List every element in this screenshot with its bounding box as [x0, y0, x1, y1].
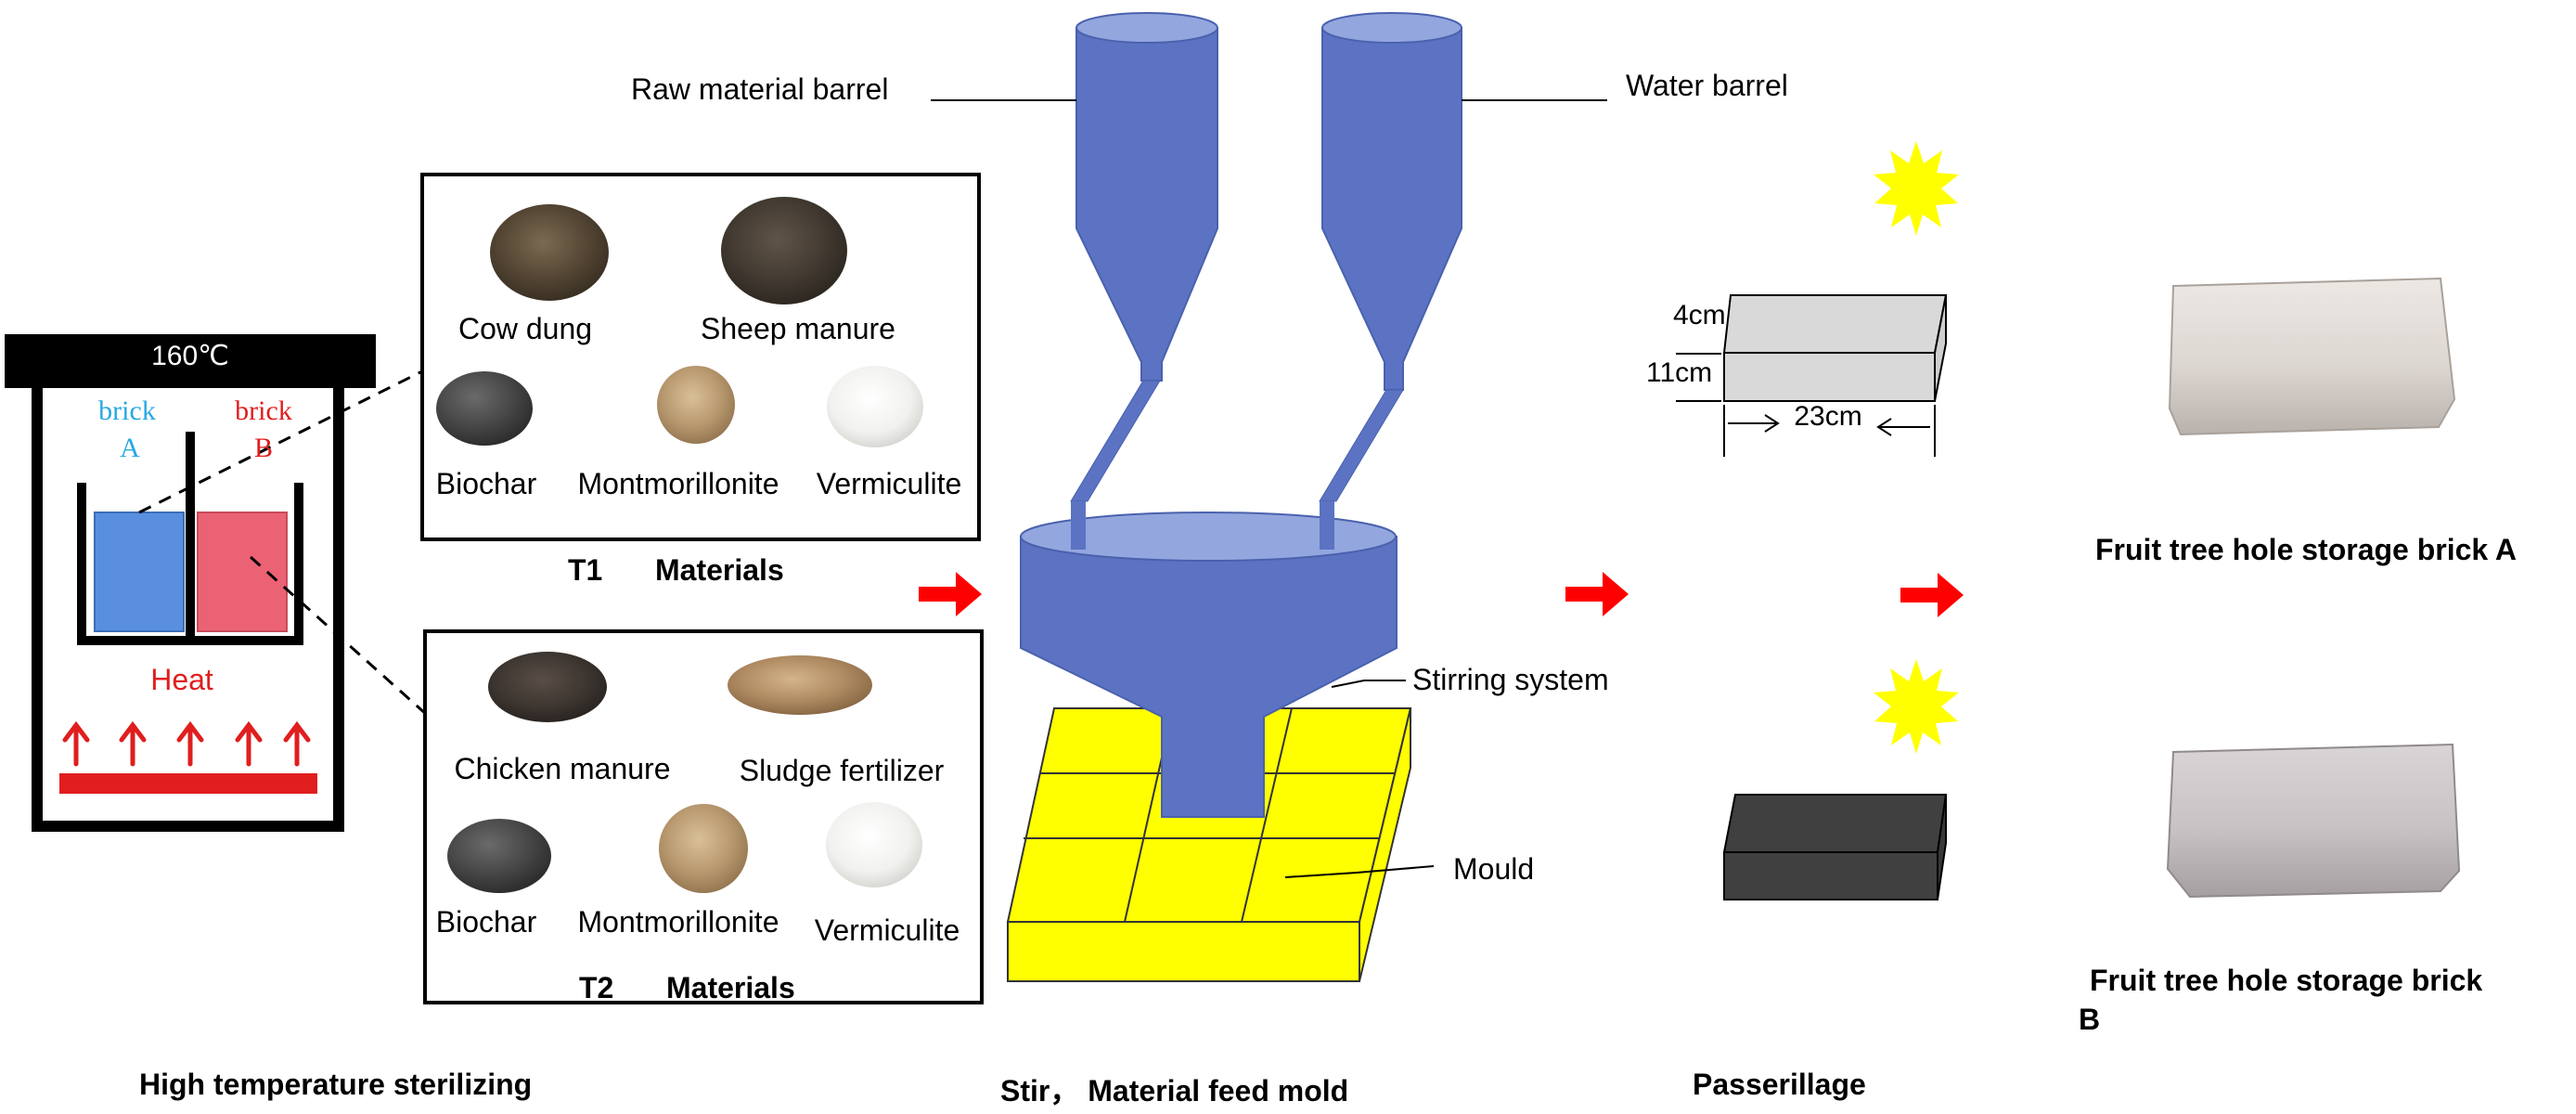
raw-barrel-top	[1075, 12, 1218, 44]
t1-materials-box	[420, 173, 981, 541]
drying-brick-b-top	[1722, 794, 1948, 853]
callout-line-t1	[138, 369, 423, 514]
t1-item-biochar: Biochar	[435, 467, 537, 500]
storage-brick-a-label: Fruit tree hole storage brick A	[2095, 533, 2518, 566]
heat-arrows	[62, 720, 311, 767]
drying-brick-a-side	[1934, 294, 1947, 402]
dimension-length-label: 23cm	[1794, 401, 1862, 432]
leader-mould	[1284, 865, 1435, 878]
mould-front	[1007, 921, 1360, 982]
stirring-funnel-top	[1020, 512, 1397, 562]
storage-brick-b-label-letter: B	[2079, 1003, 2101, 1036]
sludge-fertilizer-sample	[728, 655, 872, 715]
heat-arrow-icon	[119, 720, 147, 767]
storage-brick-a-photo	[2168, 277, 2456, 436]
sheep-manure-sample	[721, 197, 847, 304]
water-barrel-top	[1321, 12, 1462, 44]
stirring-system-label: Stirring system	[1412, 663, 1609, 696]
montmorillonite-sample-t2	[659, 804, 748, 893]
drying-stage	[1676, 141, 1959, 900]
mould-side	[1359, 707, 1411, 982]
brick-b-block	[197, 512, 288, 632]
biochar-sample-t2	[447, 819, 551, 893]
t1-caption-label: T1	[568, 553, 603, 587]
dimension-arrow-icon	[1728, 414, 1780, 433]
drying-brick-b-side	[1937, 794, 1947, 900]
drying-brick-a-front	[1723, 352, 1936, 402]
sterilizer	[5, 334, 429, 832]
t2-item-sludge-fertilizer: Sludge fertilizer	[739, 754, 945, 787]
t2-item-biochar: Biochar	[435, 905, 537, 939]
water-barrel-label: Water barrel	[1626, 69, 1788, 102]
cow-dung-sample	[490, 204, 609, 301]
passerillage-caption: Passerillage	[1693, 1068, 1866, 1101]
t2-caption-materials: Materials	[666, 971, 795, 1004]
storage-brick-b-label: Fruit tree hole storage brick	[2090, 964, 2483, 997]
final-brick-b	[2166, 743, 2461, 899]
raw-material-barrel	[1075, 27, 1218, 382]
t2-materials-box	[423, 629, 984, 1004]
storage-brick-b-photo	[2166, 743, 2461, 899]
heat-arrow-icon	[235, 720, 263, 767]
t2-caption-label: T2	[579, 971, 614, 1004]
water-feed-pipe	[1319, 389, 1404, 502]
sterilizer-body	[32, 388, 344, 832]
t1-caption-materials: Materials	[655, 553, 784, 587]
brick-a-label-letter: A	[120, 433, 140, 463]
brick-b-label-word: brick	[235, 395, 292, 426]
sun-icon	[1874, 659, 1959, 754]
brick-a-label-word: brick	[98, 395, 156, 426]
t1-item-montmorillonite: Montmorillonite	[577, 467, 779, 500]
mixer	[1020, 12, 1462, 818]
t1-item-vermiculite: Vermiculite	[816, 467, 962, 500]
vermiculite-sample-t2	[826, 802, 922, 887]
sterilizer-temperature: 160℃	[151, 341, 229, 371]
sterilizing-caption: High temperature sterilizing	[139, 1068, 533, 1101]
drying-brick-b-front	[1723, 851, 1938, 900]
water-barrel	[1321, 27, 1462, 391]
sterilizer-lid	[5, 334, 376, 388]
biochar-sample	[436, 371, 533, 446]
chicken-manure-sample	[488, 652, 607, 722]
red-arrow-icon	[1900, 573, 1964, 617]
red-arrow-icon	[919, 572, 982, 616]
brick-b-label-letter: B	[253, 433, 274, 463]
t1-item-cow-dung: Cow dung	[457, 312, 593, 345]
heating-element	[59, 773, 317, 794]
mould-label: Mould	[1453, 852, 1535, 886]
brick-a-block	[94, 512, 185, 632]
t2-item-vermiculite: Vermiculite	[814, 913, 960, 947]
final-brick-a	[2168, 277, 2456, 436]
stirring-funnel	[1020, 536, 1397, 818]
dimension-height-label: 4cm	[1673, 300, 1726, 330]
dimension-width-label: 11cm	[1646, 357, 1713, 388]
t2-item-montmorillonite: Montmorillonite	[577, 905, 779, 939]
stir-feed-caption: Stir， Material feed mold	[1000, 1074, 1349, 1108]
heat-arrow-icon	[283, 720, 311, 767]
t1-item-sheep-manure: Sheep manure	[701, 312, 895, 345]
leader-stirring	[1331, 680, 1406, 688]
callout-line-t2	[249, 555, 429, 717]
sun-icon	[1874, 141, 1959, 236]
raw-material-barrel-label: Raw material barrel	[631, 72, 889, 106]
montmorillonite-sample	[657, 366, 735, 444]
raw-feed-pipe	[1070, 380, 1161, 502]
t2-item-chicken-manure: Chicken manure	[454, 752, 671, 785]
drying-brick-a-top	[1722, 294, 1948, 354]
vermiculite-sample	[827, 366, 923, 447]
heat-label: Heat	[150, 663, 213, 696]
heat-arrow-icon	[62, 720, 90, 767]
red-arrow-icon	[1565, 572, 1629, 616]
dimension-arrow-icon	[1876, 418, 1930, 436]
heat-arrow-icon	[176, 720, 204, 767]
